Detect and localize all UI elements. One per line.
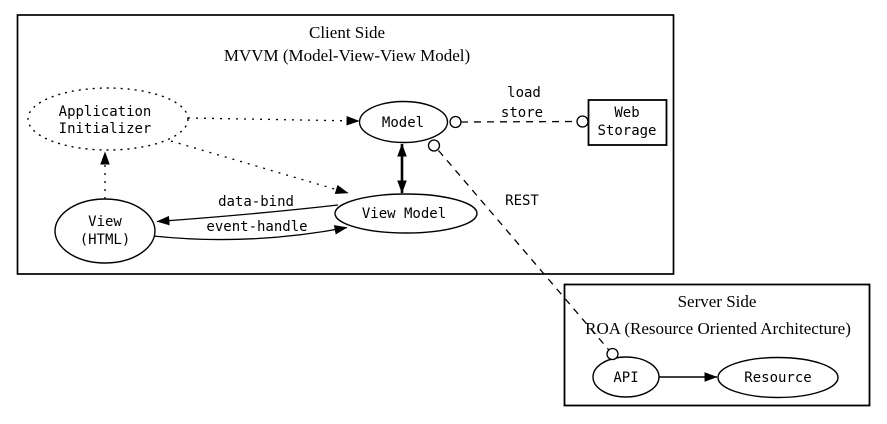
web-storage-label-line1: Web	[614, 105, 639, 121]
view-label-line1: View	[88, 214, 122, 230]
client-side-subtitle: MVVM (Model-View-View Model)	[224, 46, 470, 65]
edge-viewmodel-to-view-databind	[156, 204, 339, 226]
resource-label: Resource	[744, 370, 811, 386]
odot-connector-model-bottom-icon	[427, 139, 441, 152]
node-application-initializer	[27, 87, 189, 151]
server-side-box	[563, 283, 871, 407]
view-label-line2: (HTML)	[80, 232, 131, 248]
edge-label-load: load	[507, 85, 541, 101]
application-initializer-label-line2: Initializer	[59, 121, 152, 137]
node-view-model	[334, 193, 478, 234]
server-side-group: Server Side ROA (Resource Oriented Archi…	[563, 283, 871, 407]
node-resource	[717, 356, 839, 399]
view-model-label: View Model	[362, 206, 446, 222]
application-initializer-label-line1: Application	[59, 104, 152, 120]
node-web-storage	[587, 99, 668, 146]
edge-label-rest: REST	[505, 193, 539, 209]
node-model	[358, 100, 449, 144]
edge-appinit-to-viewmodel	[170, 140, 349, 195]
edge-appinit-to-model	[187, 116, 360, 126]
edge-label-data-bind: data-bind	[218, 194, 294, 210]
odot-connector-api-icon	[606, 347, 619, 361]
server-side-subtitle: ROA (Resource Oriented Architecture)	[585, 319, 851, 338]
odot-connector-webstorage-icon	[576, 115, 589, 128]
odot-connector-model-right-icon	[449, 115, 462, 129]
edge-model-to-api-rest	[438, 150, 609, 350]
client-side-group: Client Side MVVM (Model-View-View Model)…	[16, 14, 675, 275]
node-api	[592, 356, 660, 398]
edge-view-to-viewmodel-eventhandle	[152, 225, 348, 241]
web-storage-label-line2: Storage	[597, 123, 656, 139]
rest-connector-group: REST	[427, 139, 619, 361]
client-side-box	[16, 14, 675, 275]
server-side-title: Server Side	[678, 292, 757, 311]
edge-label-store: store	[501, 105, 543, 121]
model-label: Model	[382, 115, 424, 131]
node-view	[54, 198, 156, 264]
api-label: API	[613, 370, 638, 386]
edge-label-event-handle: event-handle	[206, 219, 307, 235]
edge-model-webstorage	[460, 120, 578, 123]
client-side-title: Client Side	[309, 23, 385, 42]
